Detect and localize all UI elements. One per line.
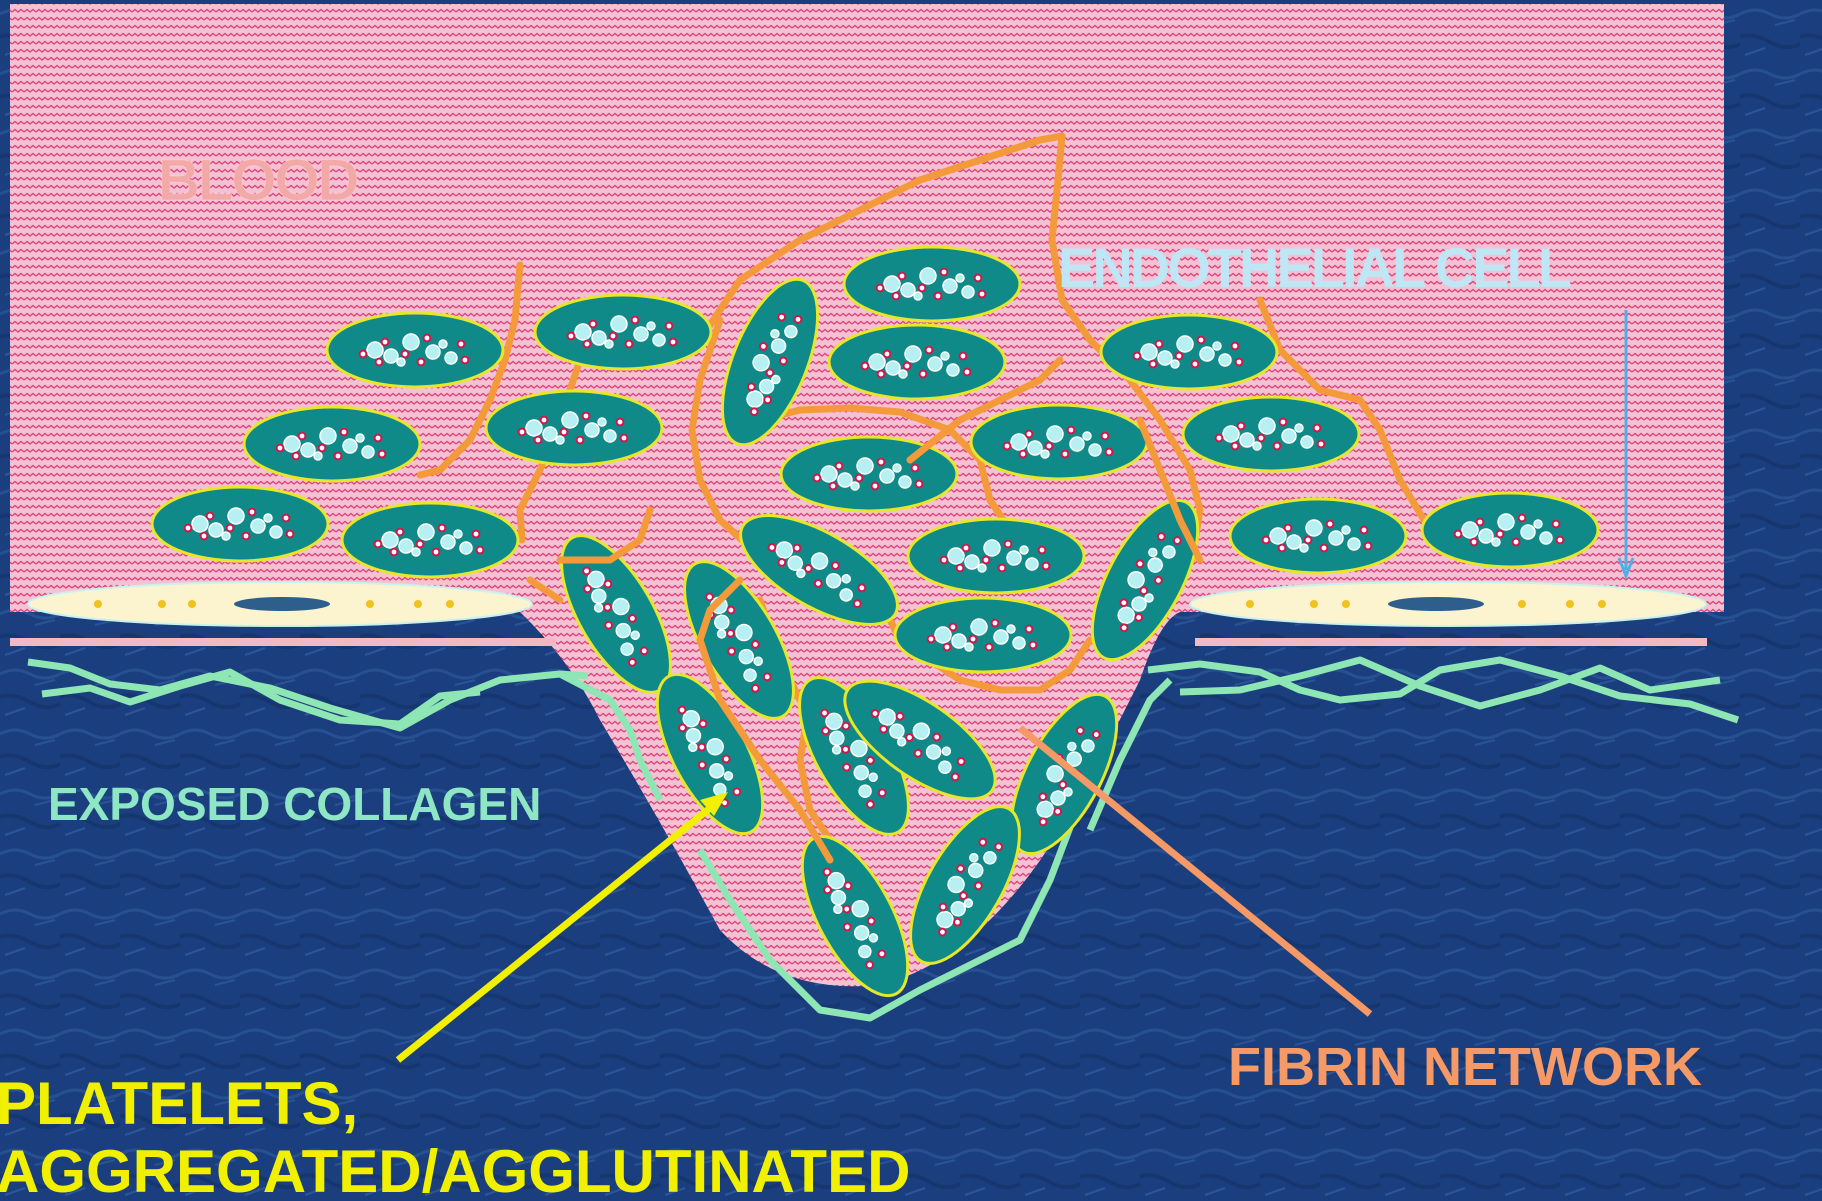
platelet-icon <box>829 325 1005 399</box>
platelet-icon <box>535 295 711 369</box>
endothelial-cell-left <box>28 582 532 626</box>
platelet-icon <box>486 391 662 465</box>
endothelial-cell-label: ENDOTHELIAL CELL <box>1058 240 1569 296</box>
fibrin-network-label: FIBRIN NETWORK <box>1228 1040 1702 1094</box>
platelet-icon <box>342 503 518 577</box>
platelet-icon <box>244 407 420 481</box>
platelet-icon <box>781 437 957 511</box>
platelet-icon <box>152 487 328 561</box>
platelet-icon <box>895 598 1071 672</box>
platelet-icon <box>1230 499 1406 573</box>
basement-membrane-right <box>1195 638 1707 646</box>
platelet-icon <box>1183 397 1359 471</box>
exposed-collagen-label: EXPOSED COLLAGEN <box>48 781 541 827</box>
platelet-icon <box>327 313 503 387</box>
endothelial-cell-right <box>1190 582 1706 626</box>
platelet-icon <box>1422 493 1598 567</box>
platelet-icon <box>844 247 1020 321</box>
platelets-label-line2: AGGREGATED/AGGLUTINATED <box>0 1138 910 1201</box>
platelet-icon <box>908 519 1084 593</box>
platelet-icon <box>1101 315 1277 389</box>
platelets-label: PLATELETS, AGGREGATED/AGGLUTINATED <box>0 1070 910 1201</box>
basement-membrane-left <box>10 638 556 646</box>
blood-label: BLOOD <box>158 152 357 210</box>
platelets-label-line1: PLATELETS, <box>0 1070 910 1138</box>
platelet-icon <box>971 405 1147 479</box>
